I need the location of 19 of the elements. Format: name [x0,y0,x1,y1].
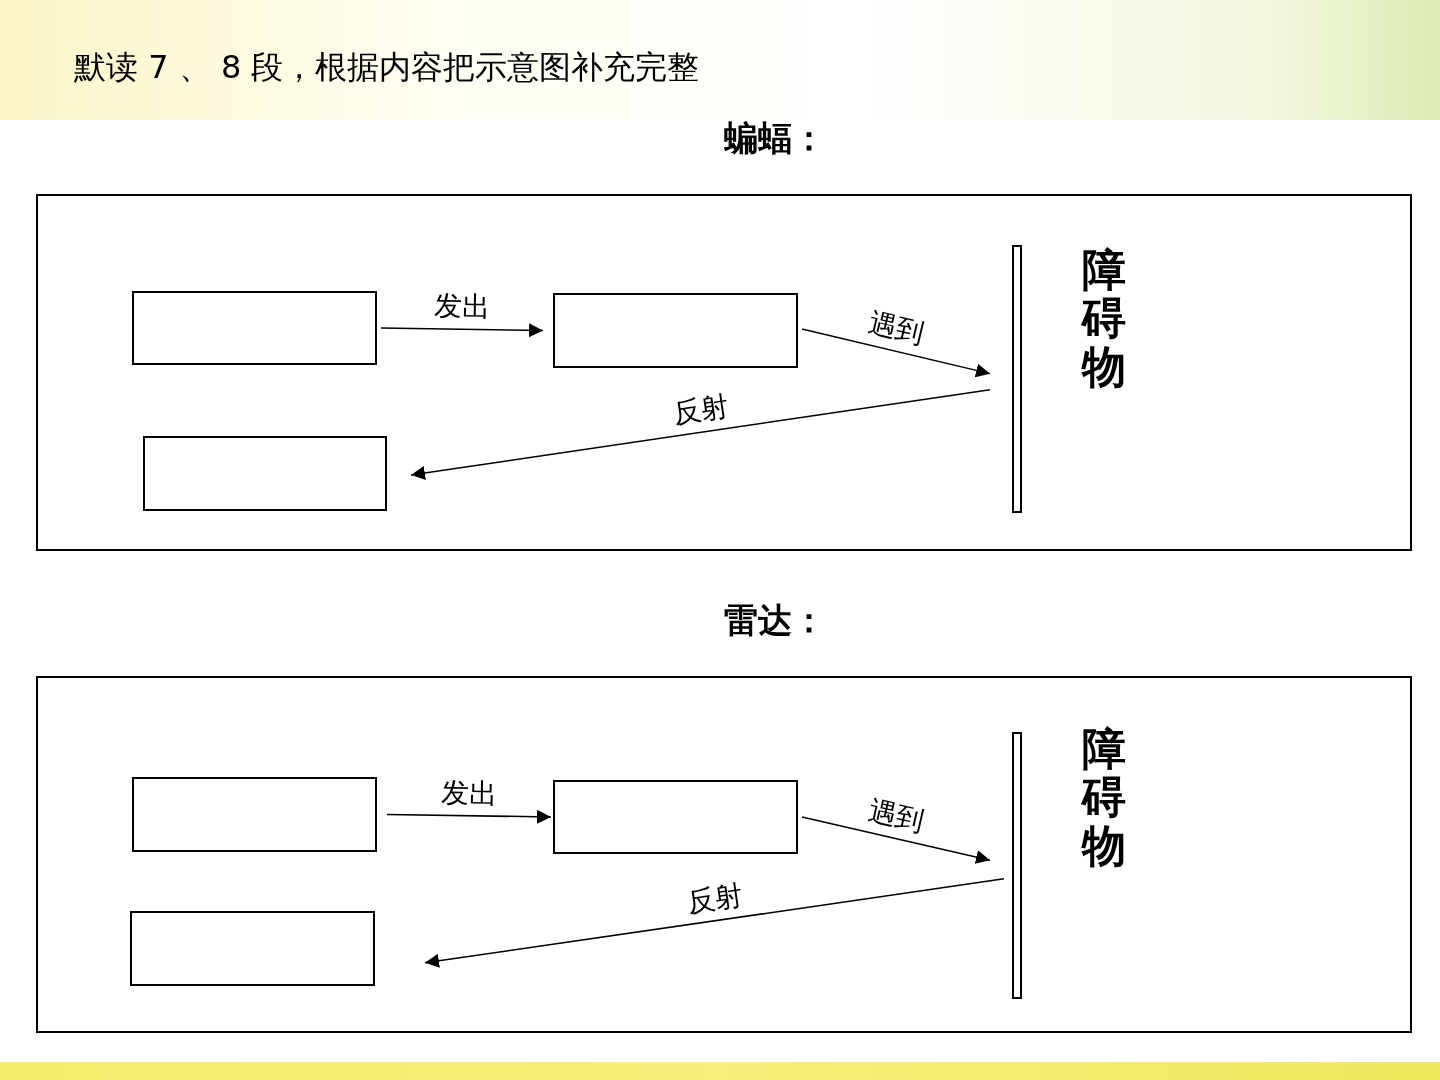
blank-box [143,436,387,511]
arrow [386,809,552,824]
arrow [410,388,991,480]
blank-box [132,291,377,365]
arrow [424,878,1005,968]
panel-heading: 雷达： [724,600,826,640]
panel-heading: 蝙蝠： [724,118,826,158]
obstacle-bar [1012,245,1022,513]
instruction-title: 默读 7 、 8 段，根据内容把示意图补充完整 [74,47,700,88]
obstacle-label: 障碍物 [1082,725,1126,871]
arrow [380,323,544,338]
blank-box [130,911,375,986]
arrow [801,328,991,378]
blank-box [553,780,798,854]
obstacle-bar [1012,732,1022,999]
blank-box [553,293,798,368]
arrow [801,816,991,864]
obstacle-label: 障碍物 [1082,246,1126,392]
blank-box [132,777,377,852]
